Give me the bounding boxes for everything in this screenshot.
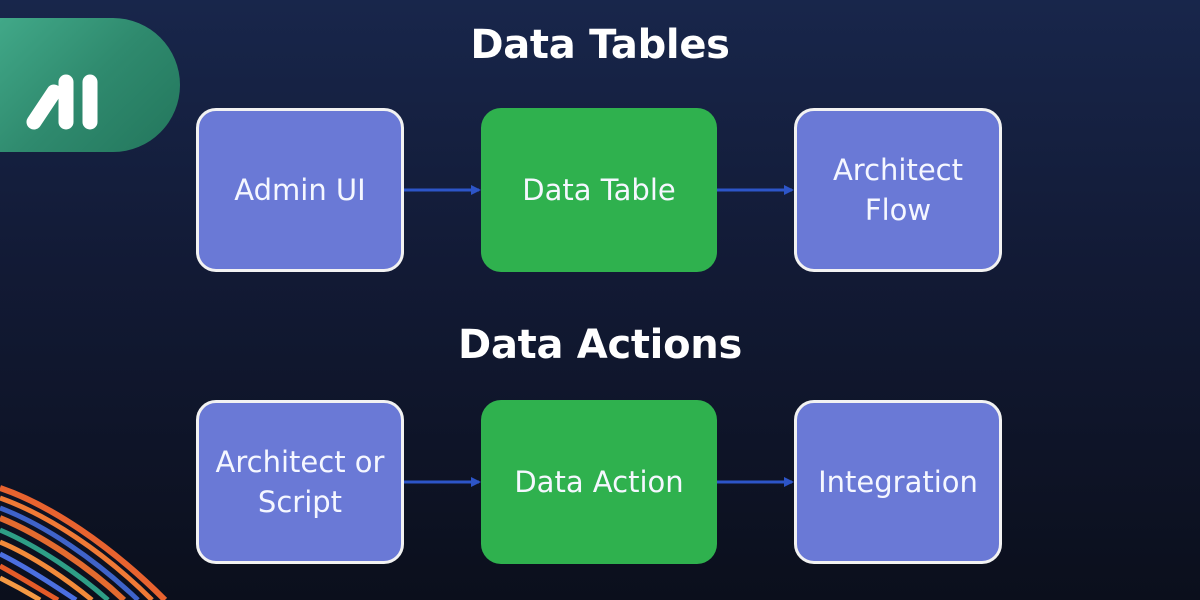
box-data-action: Data Action: [481, 400, 717, 564]
box-integration: Integration: [794, 400, 1002, 564]
box-admin-ui: Admin UI: [196, 108, 404, 272]
logo-icon: [26, 74, 98, 130]
logo-badge: [0, 18, 180, 152]
decorative-ribbons: [0, 485, 168, 600]
box-data-table: Data Table: [481, 108, 717, 272]
section-title-data-actions: Data Actions: [458, 322, 742, 368]
box-architect-or-script: Architect or Script: [196, 400, 404, 564]
section-title-data-tables: Data Tables: [470, 22, 730, 68]
box-architect-flow: Architect Flow: [794, 108, 1002, 272]
